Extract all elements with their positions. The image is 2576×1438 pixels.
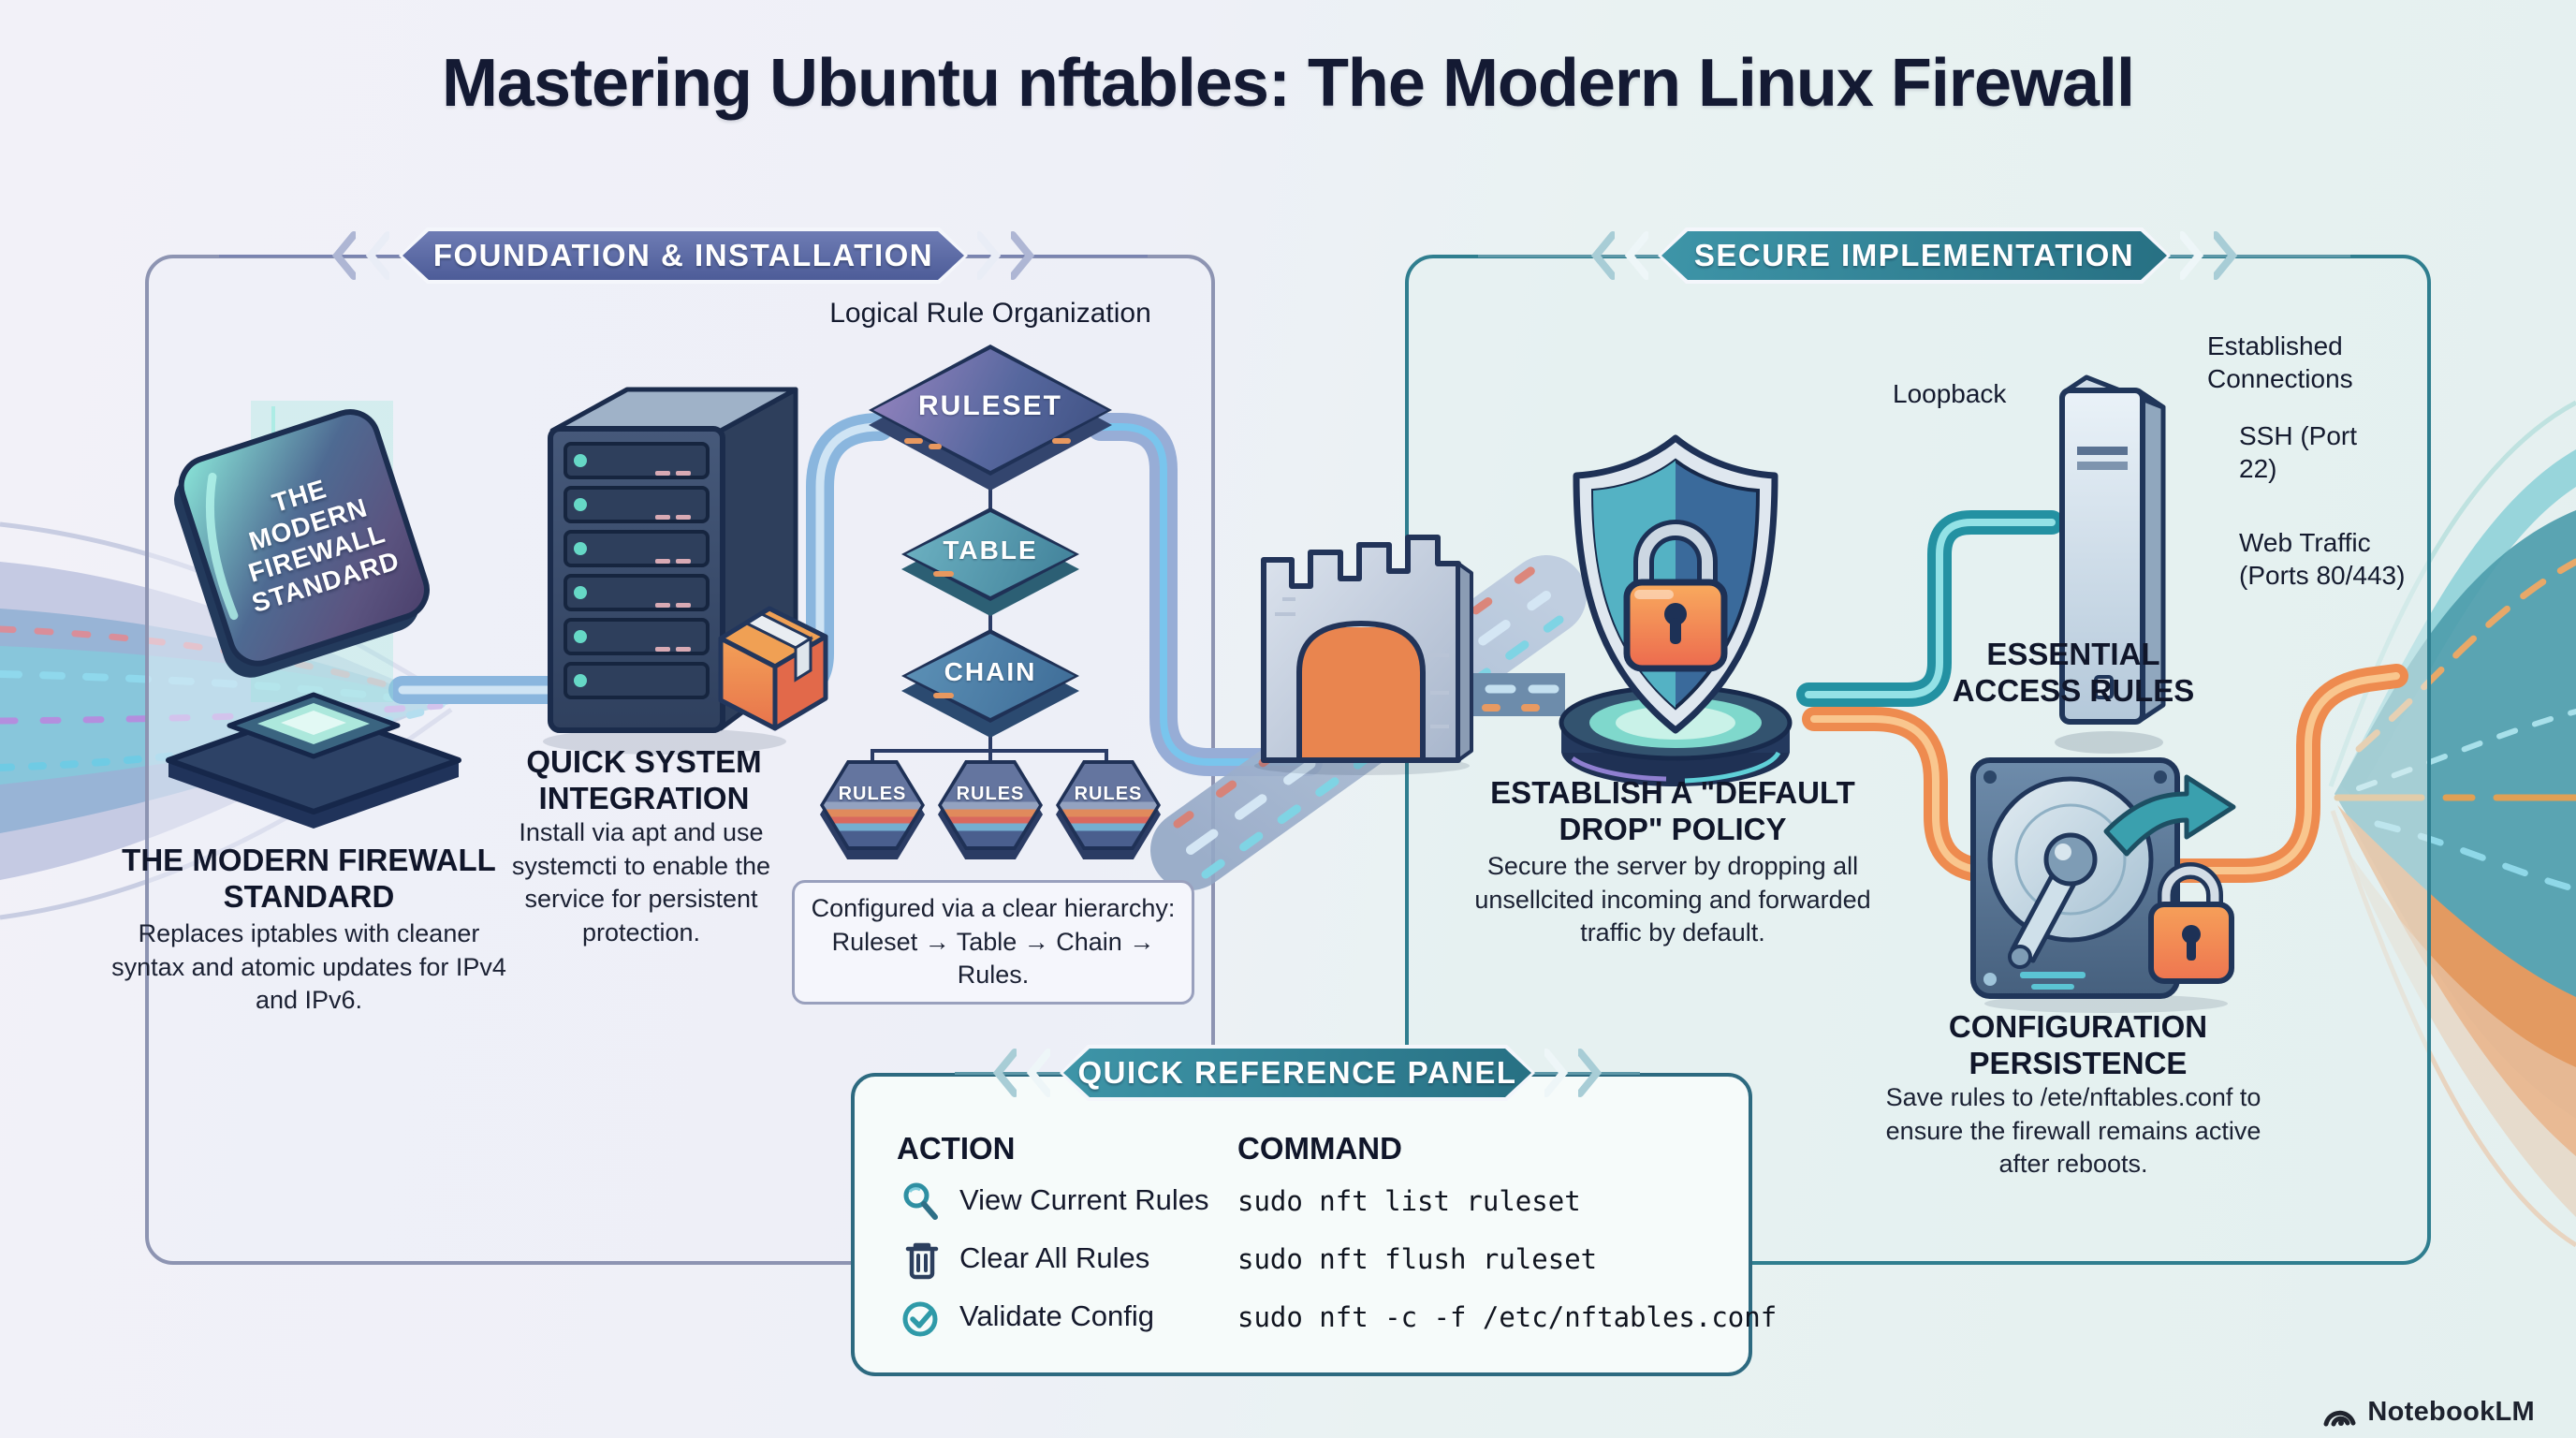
column-header-command: COMMAND <box>1237 1131 1402 1166</box>
chevron-right-icon <box>1544 1047 1569 1099</box>
monument-body: Replaces iptables with cleaner syntax an… <box>111 919 506 1015</box>
ruleset-node: RULESET <box>869 345 1112 491</box>
quick-reference-banner: QUICK REFERENCE PANEL <box>955 1045 1640 1101</box>
label-ssh: SSH (Port 22) <box>2239 421 2358 483</box>
chevron-left-icon <box>1026 1047 1050 1099</box>
foundation-banner: FOUNDATION & INSTALLATION <box>219 227 1148 284</box>
command-validate-config: sudo nft -c -f /etc/nftables.conf <box>1237 1301 1778 1333</box>
command-list-ruleset: sudo nft list ruleset <box>1237 1185 1581 1217</box>
label-established: Established Connections <box>2207 331 2353 393</box>
hierarchy-label: Logical Rule Organization <box>829 298 1151 329</box>
chevron-left-icon <box>331 229 356 282</box>
chevron-left-icon <box>1624 229 1648 282</box>
chevron-right-icon <box>1578 1047 1603 1099</box>
server-rack-icon <box>543 387 828 755</box>
watermark-label: NotebookLM <box>2367 1397 2535 1427</box>
ruleset-label: RULESET <box>917 389 1062 421</box>
action-view-rules: View Current Rules <box>959 1183 1209 1216</box>
chevron-right-icon <box>2214 229 2238 282</box>
check-circle-icon <box>900 1298 942 1339</box>
column-header-action: ACTION <box>897 1131 1016 1166</box>
secure-banner-label: SECURE IMPLEMENTATION <box>1661 231 2167 280</box>
chevron-right-icon <box>2180 229 2204 282</box>
magnifier-icon <box>900 1181 942 1223</box>
quick-reference-banner-label: QUICK REFERENCE PANEL <box>1063 1049 1531 1097</box>
hierarchy-caption: Configured via a clear hierarchy: Rulese… <box>792 880 1194 1005</box>
notebooklm-watermark: NotebookLM <box>2320 1397 2535 1428</box>
shield-lock-icon <box>1559 434 1793 786</box>
trash-icon <box>902 1240 942 1281</box>
chevron-right-icon <box>977 229 1002 282</box>
chevron-left-icon <box>1590 229 1615 282</box>
package-icon <box>718 606 828 731</box>
castle-gate-icon <box>1254 535 1473 775</box>
rules-node: RULES <box>938 760 1043 859</box>
rules-node: RULES <box>820 760 925 859</box>
disk-save-lock-icon <box>1970 757 2236 1013</box>
command-flush-ruleset: sudo nft flush ruleset <box>1237 1243 1598 1275</box>
integration-body: Install via apt and use systemcti to ena… <box>511 818 771 946</box>
rules-label: RULES <box>1074 783 1143 804</box>
foundation-banner-label: FOUNDATION & INSTALLATION <box>402 231 964 280</box>
rules-label: RULES <box>838 783 907 804</box>
integration-heading: QUICK SYSTEM INTEGRATION <box>526 744 762 815</box>
tower-server-icon <box>2055 374 2166 754</box>
label-web-traffic: Web Traffic (Ports 80/443) <box>2239 528 2406 590</box>
page-title: Mastering Ubuntu nftables: The Modern Li… <box>441 46 2135 121</box>
rules-node: RULES <box>1056 760 1161 859</box>
chain-label: CHAIN <box>944 657 1037 687</box>
label-loopback: Loopback <box>1893 379 2007 408</box>
default-drop-heading: ESTABLISH A "DEFAULT DROP" POLICY <box>1490 775 1855 846</box>
action-validate-config: Validate Config <box>959 1299 1154 1332</box>
firewall-standard-monument-icon <box>166 401 461 829</box>
secure-banner: SECURE IMPLEMENTATION <box>1478 227 2350 284</box>
chain-node: CHAIN <box>901 629 1079 738</box>
chevron-left-icon <box>992 1047 1017 1099</box>
notebooklm-logo-icon <box>2320 1398 2358 1428</box>
persistence-body: Save rules to /ete/nftables.conf to ensu… <box>1885 1083 2261 1179</box>
default-drop-body: Secure the server by dropping all unsell… <box>1474 852 1871 947</box>
chevron-left-icon <box>365 229 389 282</box>
persistence-heading: CONFIGURATION PERSISTENCE <box>1948 1009 2208 1080</box>
access-rules-heading: ESSENTIAL ACCESS RULES <box>1952 637 2195 708</box>
action-clear-rules: Clear All Rules <box>959 1241 1150 1274</box>
table-node: TABLE <box>901 507 1079 616</box>
rules-label: RULES <box>956 783 1025 804</box>
monument-heading: THE MODERN FIREWALL STANDARD <box>122 843 496 914</box>
chevron-right-icon <box>1011 229 1035 282</box>
table-label: TABLE <box>943 536 1038 565</box>
